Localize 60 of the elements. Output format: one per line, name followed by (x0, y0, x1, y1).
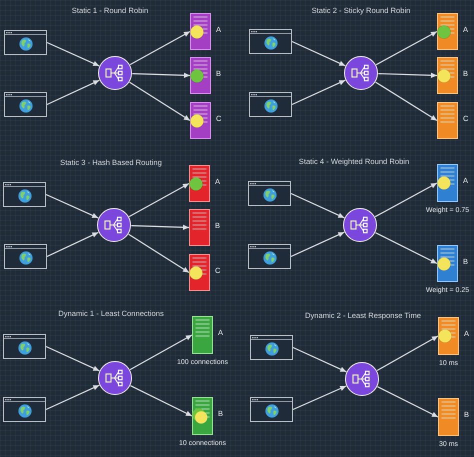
arrow (46, 346, 100, 372)
load-balancer-circle (97, 208, 131, 242)
arrow (131, 224, 190, 230)
browser-window (248, 244, 291, 269)
server-tower (189, 209, 210, 246)
arrow (130, 385, 192, 417)
load-balancer-circle (343, 208, 377, 242)
server-tower (437, 102, 458, 139)
server-tower (437, 57, 458, 94)
arrow (130, 30, 190, 66)
arrow (46, 194, 98, 218)
browser-window (248, 181, 291, 206)
server-tower (437, 13, 458, 50)
arrow (374, 182, 438, 218)
load-balancer-circle (344, 56, 378, 90)
arrow (292, 80, 346, 106)
arrow (292, 385, 346, 410)
browser-window (4, 244, 47, 269)
server-tower (437, 245, 458, 282)
load-balancer-circle (98, 361, 132, 395)
server-tower (192, 397, 213, 435)
arrow (46, 384, 100, 410)
arrow (128, 182, 190, 218)
browser-window (249, 92, 292, 117)
browser-window (250, 397, 293, 422)
browser-window (3, 397, 46, 422)
arrow (128, 234, 190, 273)
server-tower (189, 254, 210, 291)
arrow (46, 80, 100, 106)
arrow (46, 42, 100, 66)
arrow (376, 30, 438, 66)
server-tower (189, 165, 210, 202)
browser-window (250, 335, 293, 360)
server-tower (437, 164, 458, 202)
server-tower (192, 316, 213, 354)
server-tower (438, 317, 459, 355)
server-tower (438, 398, 459, 436)
arrow (132, 72, 190, 78)
browser-window (3, 182, 46, 207)
arrow (375, 82, 438, 121)
arrow (377, 386, 438, 418)
arrow (130, 334, 192, 370)
server-tower (190, 57, 211, 94)
arrow (378, 72, 438, 78)
browser-window (249, 29, 292, 54)
arrow (46, 232, 99, 258)
browser-window (4, 92, 47, 117)
arrow (292, 40, 346, 66)
load-balancer-circle (98, 56, 132, 90)
arrow (376, 335, 438, 372)
load-balancer-circle (345, 362, 379, 396)
arrow (375, 232, 438, 264)
arrow (290, 192, 345, 218)
browser-window (3, 334, 46, 359)
arrow (290, 232, 345, 258)
server-tower (190, 13, 211, 50)
arrow (292, 346, 347, 372)
arrow (129, 82, 190, 121)
server-tower (190, 102, 211, 139)
browser-window (4, 30, 47, 55)
